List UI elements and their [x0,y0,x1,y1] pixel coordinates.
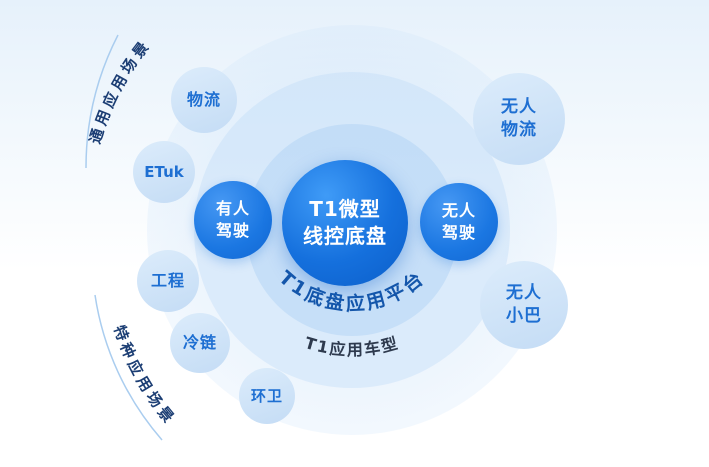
satellite-cold-chain-label: 冷链 [182,333,217,353]
general-scenarios-arc-label: 通用应用场景 [86,35,155,145]
satellite-unmanned-minibus-line2: 小巴 [506,306,542,326]
center-chassis-line1: T1微型 [309,197,381,221]
satellite-unmanned-logistics-line1: 无人 [501,97,537,118]
satellite-engineering: 工程 [137,250,199,312]
unmanned-driving-node: 无人 驾驶 [420,183,498,261]
satellite-logistics: 物流 [171,67,237,133]
bottom-left-decorative-arc [94,294,163,441]
satellite-cold-chain: 冷链 [170,313,230,373]
satellite-unmanned-logistics: 无人 物流 [473,73,565,165]
top-left-decorative-arc [85,34,119,169]
satellite-sanitation: 环卫 [239,368,295,424]
satellite-engineering-label: 工程 [150,271,185,291]
unmanned-driving-line1: 无人 [441,201,476,221]
center-chassis-node: T1微型 线控底盘 [282,160,408,286]
satellite-etuk-label: ETuk [144,162,184,181]
manned-driving-node: 有人 驾驶 [194,181,272,259]
satellite-etuk: ETuk [133,141,195,203]
satellite-logistics-label: 物流 [186,90,221,110]
satellite-unmanned-minibus-line1: 无人 [506,283,542,304]
unmanned-driving-line2: 驾驶 [441,223,476,242]
manned-driving-line2: 驾驶 [215,221,250,240]
center-chassis-line2: 线控底盘 [303,224,387,248]
satellite-unmanned-logistics-line2: 物流 [501,120,537,140]
manned-driving-line1: 有人 [215,199,250,219]
satellite-unmanned-minibus: 无人 小巴 [480,261,568,349]
satellite-sanitation-label: 环卫 [250,386,283,405]
